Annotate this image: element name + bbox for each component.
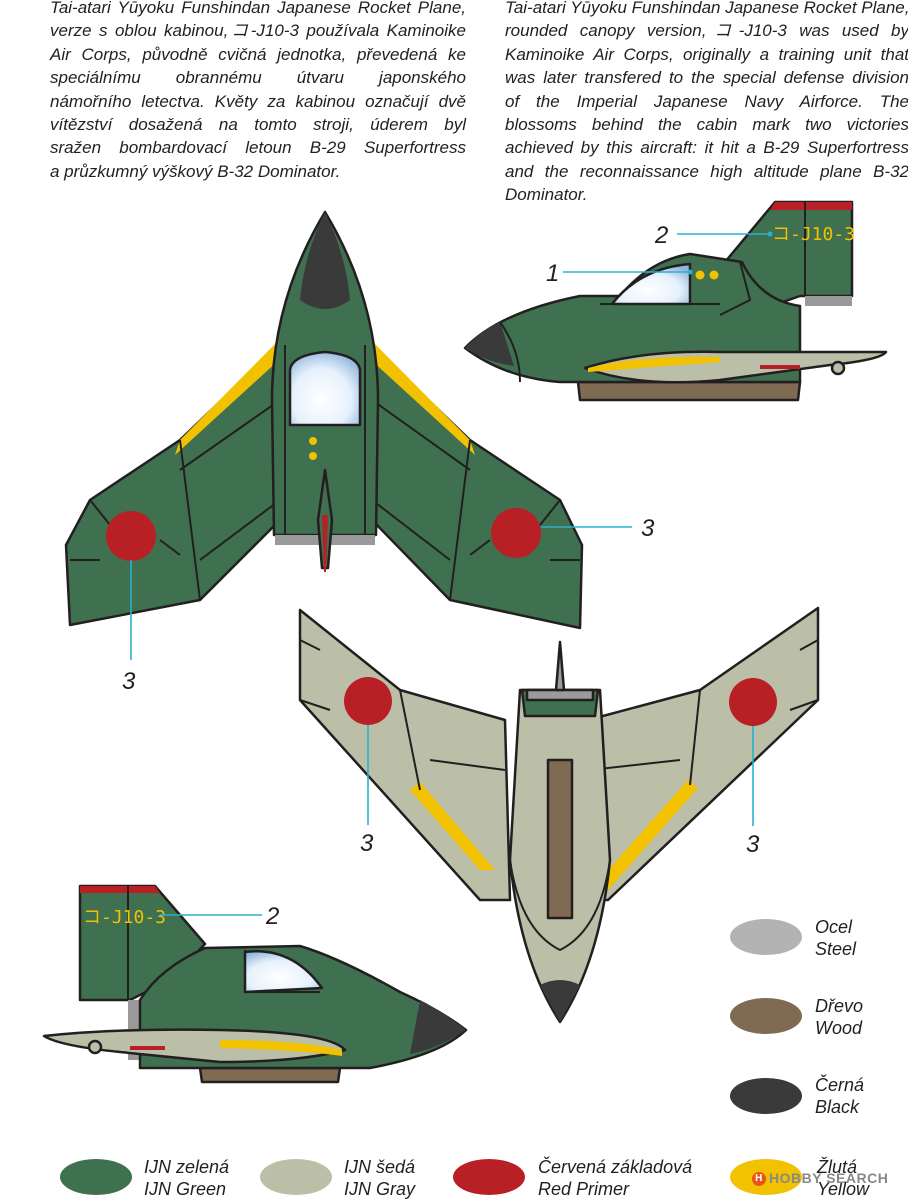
description-line: sražen bombardovací letoun B-29 Superfor… [50, 138, 466, 158]
side-view-right-tail-code: コ-J10-3 [772, 224, 855, 245]
swatch-ijn-gray [260, 1159, 332, 1195]
description-czech: Tai-atari Yūyoku Funshindan Japanese Roc… [50, 0, 466, 183]
bottom-view-right-wing [578, 606, 820, 902]
description-line: achieved by this aircraft: it hit a B-29… [505, 138, 908, 158]
swatch-yellow [730, 1159, 802, 1195]
side-view-right-wing-red [760, 365, 800, 369]
bottom-view-right-trailing-yellow [595, 780, 698, 890]
side-view-right-steel [805, 296, 852, 306]
callout-number-3: 3 [360, 830, 374, 857]
side-view-left-aircraft: コ-J10-3 [42, 884, 468, 1084]
description-line: rounded canopy version,コ-J10-3 was used … [505, 21, 908, 41]
top-view-hinomaru-right [491, 508, 541, 558]
swatch-red-primer [453, 1159, 525, 1195]
bottom-view-hinomaru-left [344, 677, 392, 725]
bottom-view-aircraft [298, 606, 820, 1024]
description-line: námořního letectva. Květy za kabinou ozn… [50, 91, 466, 111]
bottom-view-nose-black [540, 980, 580, 1022]
side-view-right-victory-blossom [695, 270, 705, 280]
side-view-left-wing-red [130, 1046, 165, 1050]
callout-number-3: 3 [746, 831, 760, 858]
description-line: and the reconnaissance high altitude pla… [505, 161, 908, 181]
description-line: vítězství dosažená na tomto stroji, úder… [50, 115, 466, 135]
callout-leaders [130, 233, 770, 916]
callout-number-2: 2 [265, 903, 279, 930]
side-view-left-canopy [243, 950, 324, 994]
callout-number-2: 2 [654, 222, 668, 249]
description-line: blossoms behind the cabin mark two victo… [505, 115, 908, 135]
description-line: Tai-atari Yūyoku Funshindan Japanese Roc… [505, 0, 908, 17]
swatch-steel [730, 919, 802, 955]
swatch-ijn-green [60, 1159, 132, 1195]
description-line: verze s oblou kabinou,コ-J10-3 používala … [50, 21, 466, 41]
side-view-right-rudder-red [770, 202, 852, 210]
description-line: Tai-atari Yūyoku Funshindan Japanese Roc… [50, 0, 466, 17]
side-view-left-nose [410, 1000, 466, 1054]
side-view-left-skid [198, 1066, 342, 1084]
bottom-view-skid [546, 758, 574, 920]
callout-number-3: 3 [122, 668, 136, 695]
bottom-view-hinomaru-right [729, 678, 777, 726]
top-view-nose-black [300, 212, 350, 309]
description-line: of the Imperial Japanese Navy Airforce. … [505, 91, 908, 111]
description-english: Tai-atari Yūyoku Funshindan Japanese Roc… [505, 0, 908, 207]
description-line: was later transfered to the special defe… [505, 68, 908, 88]
side-view-left-wing-yellow [220, 1040, 342, 1056]
description-line: speciálnímu obrannému útvaru japonského [50, 68, 466, 88]
bottom-view-tail-steel [525, 688, 595, 702]
top-view-victory-blossom [309, 437, 317, 445]
bottom-view-left-trailing-yellow [410, 782, 495, 870]
description-line: Air Corps, původně cvičná jednotka, přev… [50, 44, 466, 64]
bottom-view-tail-fin [554, 640, 566, 692]
watermark-logo-icon: H [752, 1172, 766, 1187]
top-view-hinomaru-left [106, 511, 156, 561]
top-view-panel-lines [70, 399, 580, 601]
bottom-view-panel-lines [299, 639, 819, 791]
description-line: Dominator. [505, 185, 588, 205]
side-view-right-fuselage [463, 252, 802, 384]
top-view-right-leading-edge [371, 343, 475, 455]
swatch-wood [730, 998, 802, 1034]
top-view-canopy [288, 350, 362, 427]
leader-dot [767, 231, 773, 237]
side-view-right-aircraft: コ-J10-3 [463, 200, 888, 402]
description-line: Kaminoike Air Corps, originally a traini… [505, 44, 908, 64]
side-view-left-wing [42, 1028, 347, 1064]
side-view-right-nose [465, 322, 514, 366]
callout-number-1: 1 [546, 260, 559, 287]
description-line: a průzkumný výškový B-32 Dominator. [50, 161, 341, 181]
top-view-tail-red [322, 515, 328, 572]
side-view-right-skid [576, 380, 802, 402]
top-view-left-leading-edge [175, 343, 279, 455]
side-view-left-rudder-red [80, 886, 160, 893]
callout-number-3: 3 [641, 515, 655, 542]
top-view-aircraft [64, 210, 584, 630]
side-view-right-wing-yellow [588, 356, 720, 372]
top-view-right-wing [369, 343, 584, 630]
leader-dot [687, 269, 693, 275]
swatch-black [730, 1078, 802, 1114]
side-view-right-victory-blossom [709, 270, 719, 280]
top-view-victory-blossom [309, 452, 317, 460]
side-view-left-tail-code: コ-J10-3 [83, 907, 166, 928]
